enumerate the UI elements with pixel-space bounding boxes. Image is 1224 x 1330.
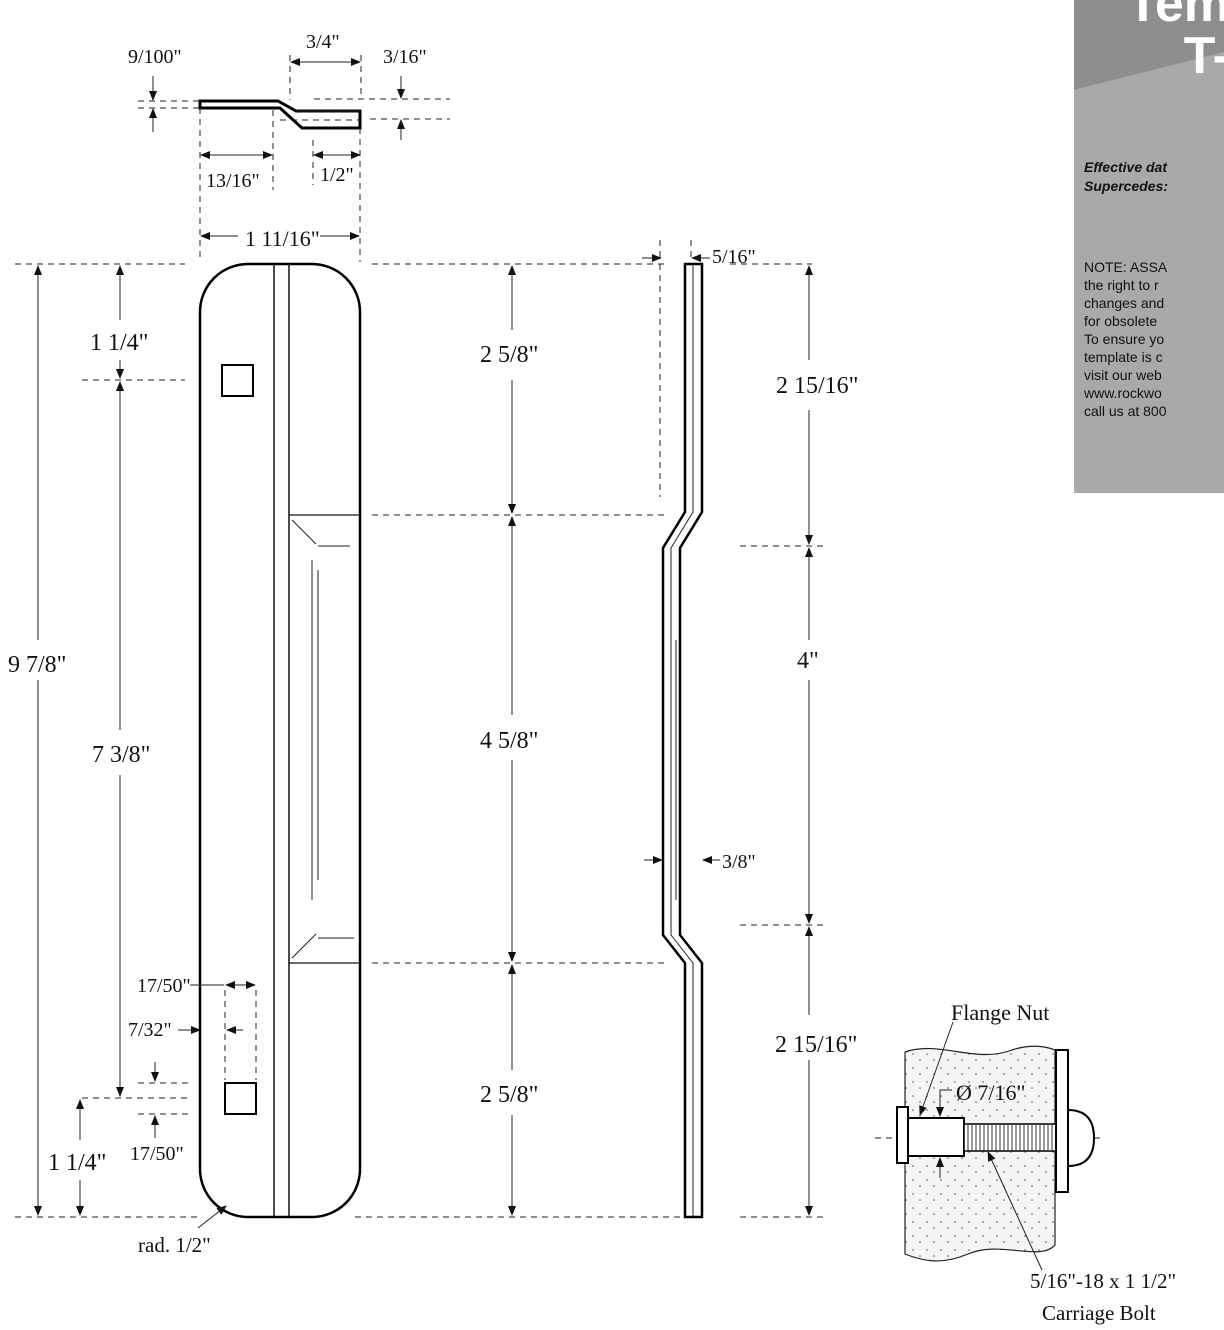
note-line: the right to r — [1084, 277, 1159, 293]
bolt-spec-label: 5/16"-18 x 1 1/2" — [1030, 1269, 1176, 1293]
top-view-profile — [198, 99, 362, 130]
note-line: template is c — [1084, 349, 1163, 365]
mount-hole-top — [221, 364, 254, 397]
dim-2-15-16-bottom: 2 15/16" — [775, 1032, 857, 1058]
note-line: NOTE: ASSA — [1084, 259, 1168, 275]
dim-3-4: 3/4" — [306, 31, 340, 53]
top-view: 9/100" 3/4" 3/16" 13/16" 1/2" 1 11/16" — [128, 31, 450, 262]
effective-date-label: Effective dat — [1084, 159, 1167, 175]
dim-1-2: 1/2" — [320, 164, 354, 186]
door-section — [904, 1045, 1056, 1262]
dim-17-50-b: 17/50" — [130, 1143, 184, 1165]
bolt-shank — [963, 1123, 1057, 1152]
note-line: for obsolete — [1084, 313, 1158, 329]
flange-nut-flange — [896, 1106, 909, 1164]
dim-13-16: 13/16" — [206, 170, 260, 192]
side-view: 5/16" 2 15/16" 4" 3/8" 2 15/16" — [642, 240, 858, 1219]
radius-label: rad. 1/2" — [138, 1233, 211, 1257]
supercedes-label: Supercedes: — [1084, 178, 1169, 194]
note-line: To ensure yo — [1084, 331, 1165, 347]
plate-outline — [198, 262, 362, 1219]
note-line: changes and — [1084, 295, 1165, 311]
dim-7-3-8: 7 3/8" — [92, 742, 150, 768]
pull-plate-section — [1055, 1049, 1069, 1193]
dim-3-8: 3/8" — [722, 851, 756, 873]
note-line: www.rockwo — [1084, 385, 1162, 401]
dim-9-100: 9/100" — [128, 46, 182, 68]
carriage-bolt-label: Carriage Bolt — [1042, 1301, 1156, 1325]
dim-1-1-4-bottom: 1 1/4" — [48, 1150, 106, 1176]
dim-2-5-8-top: 2 5/8" — [480, 342, 538, 368]
template-title: Tem T- — [1127, 0, 1224, 82]
diameter-label: Ø 7/16" — [956, 1080, 1025, 1105]
dim-5-16: 5/16" — [712, 246, 756, 268]
title-line-1: Tem — [1126, 0, 1224, 33]
flange-nut-body — [907, 1117, 965, 1157]
dim-17-50-a: 17/50" — [137, 975, 191, 997]
title-line-2: T- — [1183, 27, 1224, 85]
dim-9-7-8: 9 7/8" — [8, 652, 66, 678]
dim-1-11-16: 1 11/16" — [245, 226, 320, 251]
note-line: call us at 800 — [1084, 403, 1167, 419]
date-info: Effective dat Supercedes: — [1084, 158, 1168, 196]
dim-4-5-8: 4 5/8" — [480, 728, 538, 754]
dim-4: 4" — [797, 648, 819, 674]
dim-2-15-16-top: 2 15/16" — [776, 373, 858, 399]
dim-1-1-4-top: 1 1/4" — [90, 330, 148, 356]
front-view: 9 7/8" 1 1/4" 7 3/8" 1 1/4" 17/50" 7/32"… — [8, 262, 680, 1257]
flange-nut-label: Flange Nut — [951, 1000, 1049, 1025]
dim-3-16: 3/16" — [383, 46, 427, 68]
dim-7-32: 7/32" — [128, 1019, 172, 1041]
template-sidebar: Tem T- Effective dat Supercedes: NOTE: A… — [1074, 0, 1224, 493]
mount-hole-bottom — [224, 1082, 257, 1115]
carriage-bolt-head — [1067, 1108, 1096, 1168]
side-profile — [661, 262, 704, 1219]
note-text: NOTE: ASSA the right to r changes and fo… — [1084, 258, 1167, 420]
bolt-detail: Flange Nut Ø 7/16" 5/16"-18 x 1 1/2" Car… — [875, 1000, 1176, 1325]
dim-2-5-8-bottom: 2 5/8" — [480, 1082, 538, 1108]
note-line: visit our web — [1084, 367, 1162, 383]
